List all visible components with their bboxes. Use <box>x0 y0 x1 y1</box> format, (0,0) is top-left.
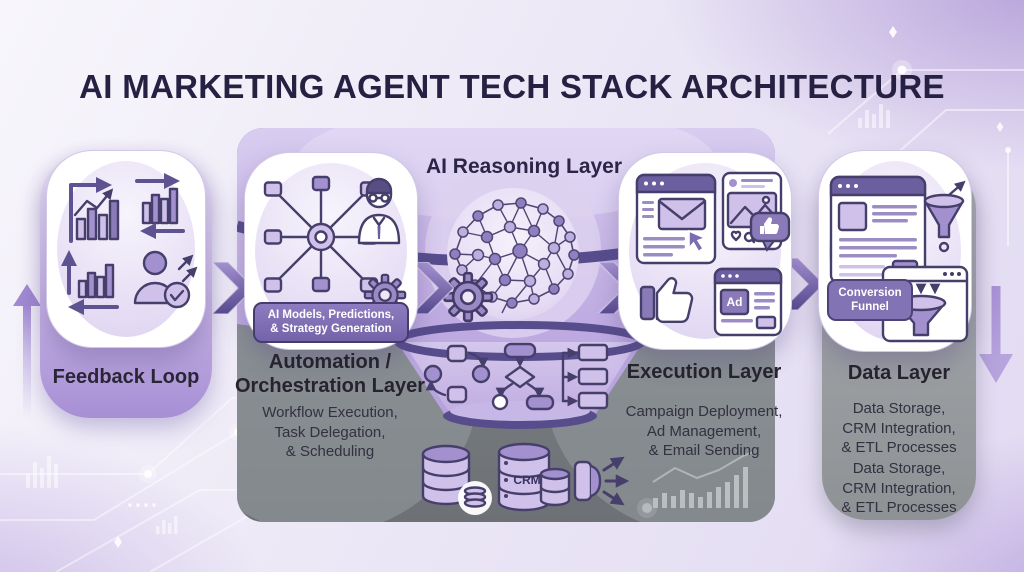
person-approved-icon <box>133 250 198 309</box>
coins-icon <box>458 481 492 515</box>
automation-icon-card: AI Models, Predictions, & Strategy Gener… <box>244 152 418 350</box>
text-line: Data Storage, <box>852 460 946 477</box>
filter-funnel-icon <box>923 180 966 253</box>
growth-chart-watermark <box>637 451 754 518</box>
page-title: AI MARKETING AGENT TECH STACK ARCHITECTU… <box>79 68 945 106</box>
crm-database-icon: CRM <box>497 442 571 512</box>
data-icons <box>829 175 969 343</box>
scientist-icon <box>357 177 401 245</box>
feedback-icon-card <box>46 150 206 348</box>
text-line: & Scheduling <box>285 443 375 460</box>
bar-chart-up-left-arrows-icon <box>61 250 119 315</box>
text-line: & ETL Processes <box>841 439 957 456</box>
badge-line: Funnel <box>851 300 889 313</box>
text-line: Workflow Execution, <box>262 404 398 421</box>
workflow-cycle-icon <box>423 344 491 404</box>
sparkle-icon <box>114 26 1004 548</box>
bar-chart-watermark-small <box>26 104 890 534</box>
text-line: & Email Sending <box>648 442 760 459</box>
badge-line: AI Models, Predictions, <box>267 308 395 321</box>
execution-layer-heading: Execution Layer <box>626 361 782 383</box>
data-distribution-icon <box>573 456 630 506</box>
thumbs-up-icon <box>639 277 694 323</box>
browser-content-icon <box>829 175 927 285</box>
neural-network-brain-icon <box>449 197 580 314</box>
data-layer-heading: Data Layer <box>847 362 951 384</box>
feedback-icons <box>61 173 198 315</box>
bar-chart-cycle-arrows-icon <box>135 173 185 239</box>
database-icon <box>421 444 471 506</box>
down-arrow-icon <box>979 286 1013 383</box>
automation-icons <box>263 175 407 317</box>
text-line: Ad Management, <box>646 422 762 440</box>
cursor-icon <box>688 229 708 253</box>
text-line: CRM Integration, <box>842 419 956 437</box>
chevron-right-icon <box>412 262 454 314</box>
data-layer-subtext-1: Data Storage, CRM Integration, & ETL Pro… <box>809 399 989 458</box>
crm-label: CRM <box>513 473 540 487</box>
execution-layer-subtext: Campaign Deployment, Ad Management, & Em… <box>594 402 814 461</box>
text-line: Data Storage, <box>852 400 946 417</box>
chevron-right-icon <box>782 258 824 310</box>
badge-line: Conversion <box>838 286 902 299</box>
workflow-sequence-icon <box>561 343 609 410</box>
ad-label: Ad <box>727 295 743 309</box>
text-line: Task Delegation, <box>274 423 386 441</box>
text-line: & ETL Processes <box>841 499 957 516</box>
data-layer-subtext-2: Data Storage, CRM Integration, & ETL Pro… <box>809 459 989 518</box>
data-icon-card: Conversion Funnel <box>818 150 972 352</box>
workflow-decision-icon <box>491 342 555 411</box>
text-line: CRM Integration, <box>842 479 956 497</box>
email-browser-icon <box>635 173 717 265</box>
text-line: Campaign Deployment, <box>625 403 783 420</box>
ad-browser-icon: Ad <box>713 267 783 337</box>
badge-line: & Strategy Generation <box>270 323 392 336</box>
ai-models-badge: AI Models, Predictions, & Strategy Gener… <box>253 301 409 343</box>
automation-layer-heading: Automation / Orchestration Layer <box>234 351 426 397</box>
bar-chart-trend-arrow-icon <box>69 177 120 243</box>
conversion-funnel-badge: Conversion Funnel <box>827 278 913 321</box>
up-arrow-icon <box>13 284 41 422</box>
ai-reasoning-layer-label: AI Reasoning Layer <box>425 155 623 178</box>
execution-icons: Ad <box>635 171 791 337</box>
data-pipeline-icons: CRM <box>421 442 630 515</box>
feedback-loop-label: Feedback Loop <box>52 366 200 388</box>
execution-icon-card: Ad <box>618 152 792 350</box>
automation-layer-subtext: Workflow Execution, Task Delegation, & S… <box>220 403 440 462</box>
like-bubble-icon <box>749 211 791 252</box>
